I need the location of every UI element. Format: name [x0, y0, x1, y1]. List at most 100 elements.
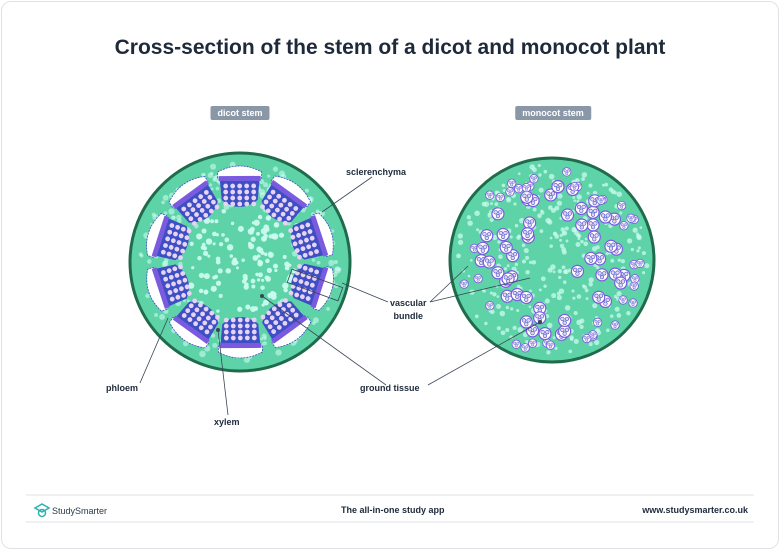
page-title: Cross-section of the stem of a dicot and… — [114, 36, 666, 59]
phloem — [310, 266, 329, 309]
vascular-bundle — [520, 343, 530, 353]
vascular-bundle — [604, 239, 618, 253]
xylem-leader — [217, 329, 229, 416]
vascular-bundle — [146, 213, 192, 261]
footer-url[interactable]: www.studysmarter.co.uk — [642, 505, 748, 515]
vascular-bundle — [630, 274, 640, 284]
monocot-stem-cross-section — [448, 156, 656, 364]
vascular-bundle — [617, 200, 627, 211]
phloem — [172, 315, 210, 345]
vascular-bundle — [587, 230, 601, 244]
phloem — [218, 175, 261, 182]
label-sclerenchyma: sclerenchyma — [346, 167, 407, 177]
vascular-bundle — [544, 188, 558, 202]
phloem — [151, 267, 170, 309]
vascular-bundle — [482, 255, 496, 269]
vascular-bundle — [511, 339, 521, 349]
vascular-bundle — [491, 207, 505, 221]
label-phloem: phloem — [106, 383, 139, 393]
vascular-bundle — [505, 187, 515, 197]
vascular-leader-dicot — [341, 282, 389, 303]
vascular-bundle — [596, 195, 606, 205]
vascular-bundle — [529, 174, 539, 184]
vascular-bundle — [618, 295, 628, 305]
vascular-bundle — [480, 229, 494, 243]
vascular-bundle — [523, 216, 537, 230]
vascular-bundle — [582, 333, 592, 344]
vascular-bundle — [574, 201, 588, 216]
phloem — [270, 179, 308, 209]
footer-brand: StudySmarter — [52, 506, 108, 516]
label-vascular: vascular — [390, 298, 427, 308]
sclerenchyma-cap — [312, 266, 334, 311]
vascular-bundle — [507, 178, 517, 188]
label-bundle: bundle — [393, 311, 424, 321]
footer-divider-bottom — [26, 521, 754, 523]
vascular-bundle — [584, 251, 598, 266]
vascular-bundle — [575, 218, 589, 232]
xylem — [153, 217, 189, 261]
vascular-bundle — [520, 190, 534, 204]
vascular-bundle — [586, 218, 600, 232]
vascular-bundle — [614, 276, 628, 290]
vascular-bundle — [521, 183, 532, 193]
vascular-leader-monocot-2 — [429, 277, 531, 303]
vascular-bundle — [519, 290, 533, 305]
vascular-bundle — [501, 272, 515, 286]
phloem — [310, 215, 329, 257]
vascular-bundle — [538, 326, 552, 341]
vascular-bundle — [168, 175, 220, 226]
vascular-bundle — [288, 212, 334, 260]
label-vascular-bundle: vascular bundle — [390, 297, 427, 323]
vascular-bundle — [476, 241, 490, 255]
vascular-bundle — [496, 227, 510, 242]
vascular-bundle — [217, 165, 263, 208]
phloem — [151, 215, 170, 258]
ground-tissue-leader-dicot — [261, 295, 387, 386]
phloem-leader — [139, 317, 169, 384]
vascular-bundle — [485, 190, 495, 200]
vascular-bundle — [619, 221, 629, 231]
label-xylem: xylem — [214, 417, 240, 427]
vascular-bundle — [495, 192, 505, 202]
leader-lines — [139, 176, 541, 416]
vascular-bundle — [169, 298, 220, 349]
vascular-bundle — [520, 227, 535, 241]
vascular-bundle — [545, 340, 556, 350]
vascular-bundle — [260, 175, 311, 226]
vascular-bundle — [558, 313, 572, 328]
vascular-bundle — [528, 338, 538, 348]
footer-tagline: The all-in-one study app — [341, 505, 445, 515]
vascular-bundle — [560, 208, 575, 222]
vascular-bundle — [217, 316, 263, 359]
vascular-bundle — [626, 213, 636, 223]
xylem — [291, 263, 327, 307]
vascular-bundle — [459, 279, 469, 289]
vascular-bundle — [551, 180, 565, 194]
vascular-bundle — [485, 301, 495, 311]
sclerenchyma-cap — [168, 175, 209, 208]
vascular-bundle — [629, 281, 639, 291]
vascular-bundle — [598, 210, 613, 224]
vascular-bundle — [499, 240, 513, 254]
vascular-leader-monocot-1 — [429, 265, 469, 303]
dicot-stem-cross-section — [128, 151, 352, 373]
label-ground-tissue: ground tissue — [360, 383, 420, 393]
vascular-bundle — [569, 182, 580, 192]
vascular-bundle — [562, 167, 572, 177]
vascular-bundle — [570, 264, 585, 278]
footer-divider-top — [26, 494, 754, 496]
vascular-bundle — [500, 289, 514, 303]
ground-tissue-leader-monocot — [427, 321, 541, 386]
vascular-bundle-box — [286, 268, 344, 302]
vascular-bundle — [628, 298, 638, 308]
vascular-bundle — [473, 273, 483, 284]
vascular-bundle — [610, 320, 620, 330]
sclerenchyma-leader — [321, 176, 373, 213]
sclerenchyma-cap — [270, 175, 311, 208]
monocot-stem-badge: monocot stem — [515, 106, 591, 120]
sclerenchyma-cap — [169, 316, 210, 349]
sclerenchyma-cap — [146, 213, 168, 258]
